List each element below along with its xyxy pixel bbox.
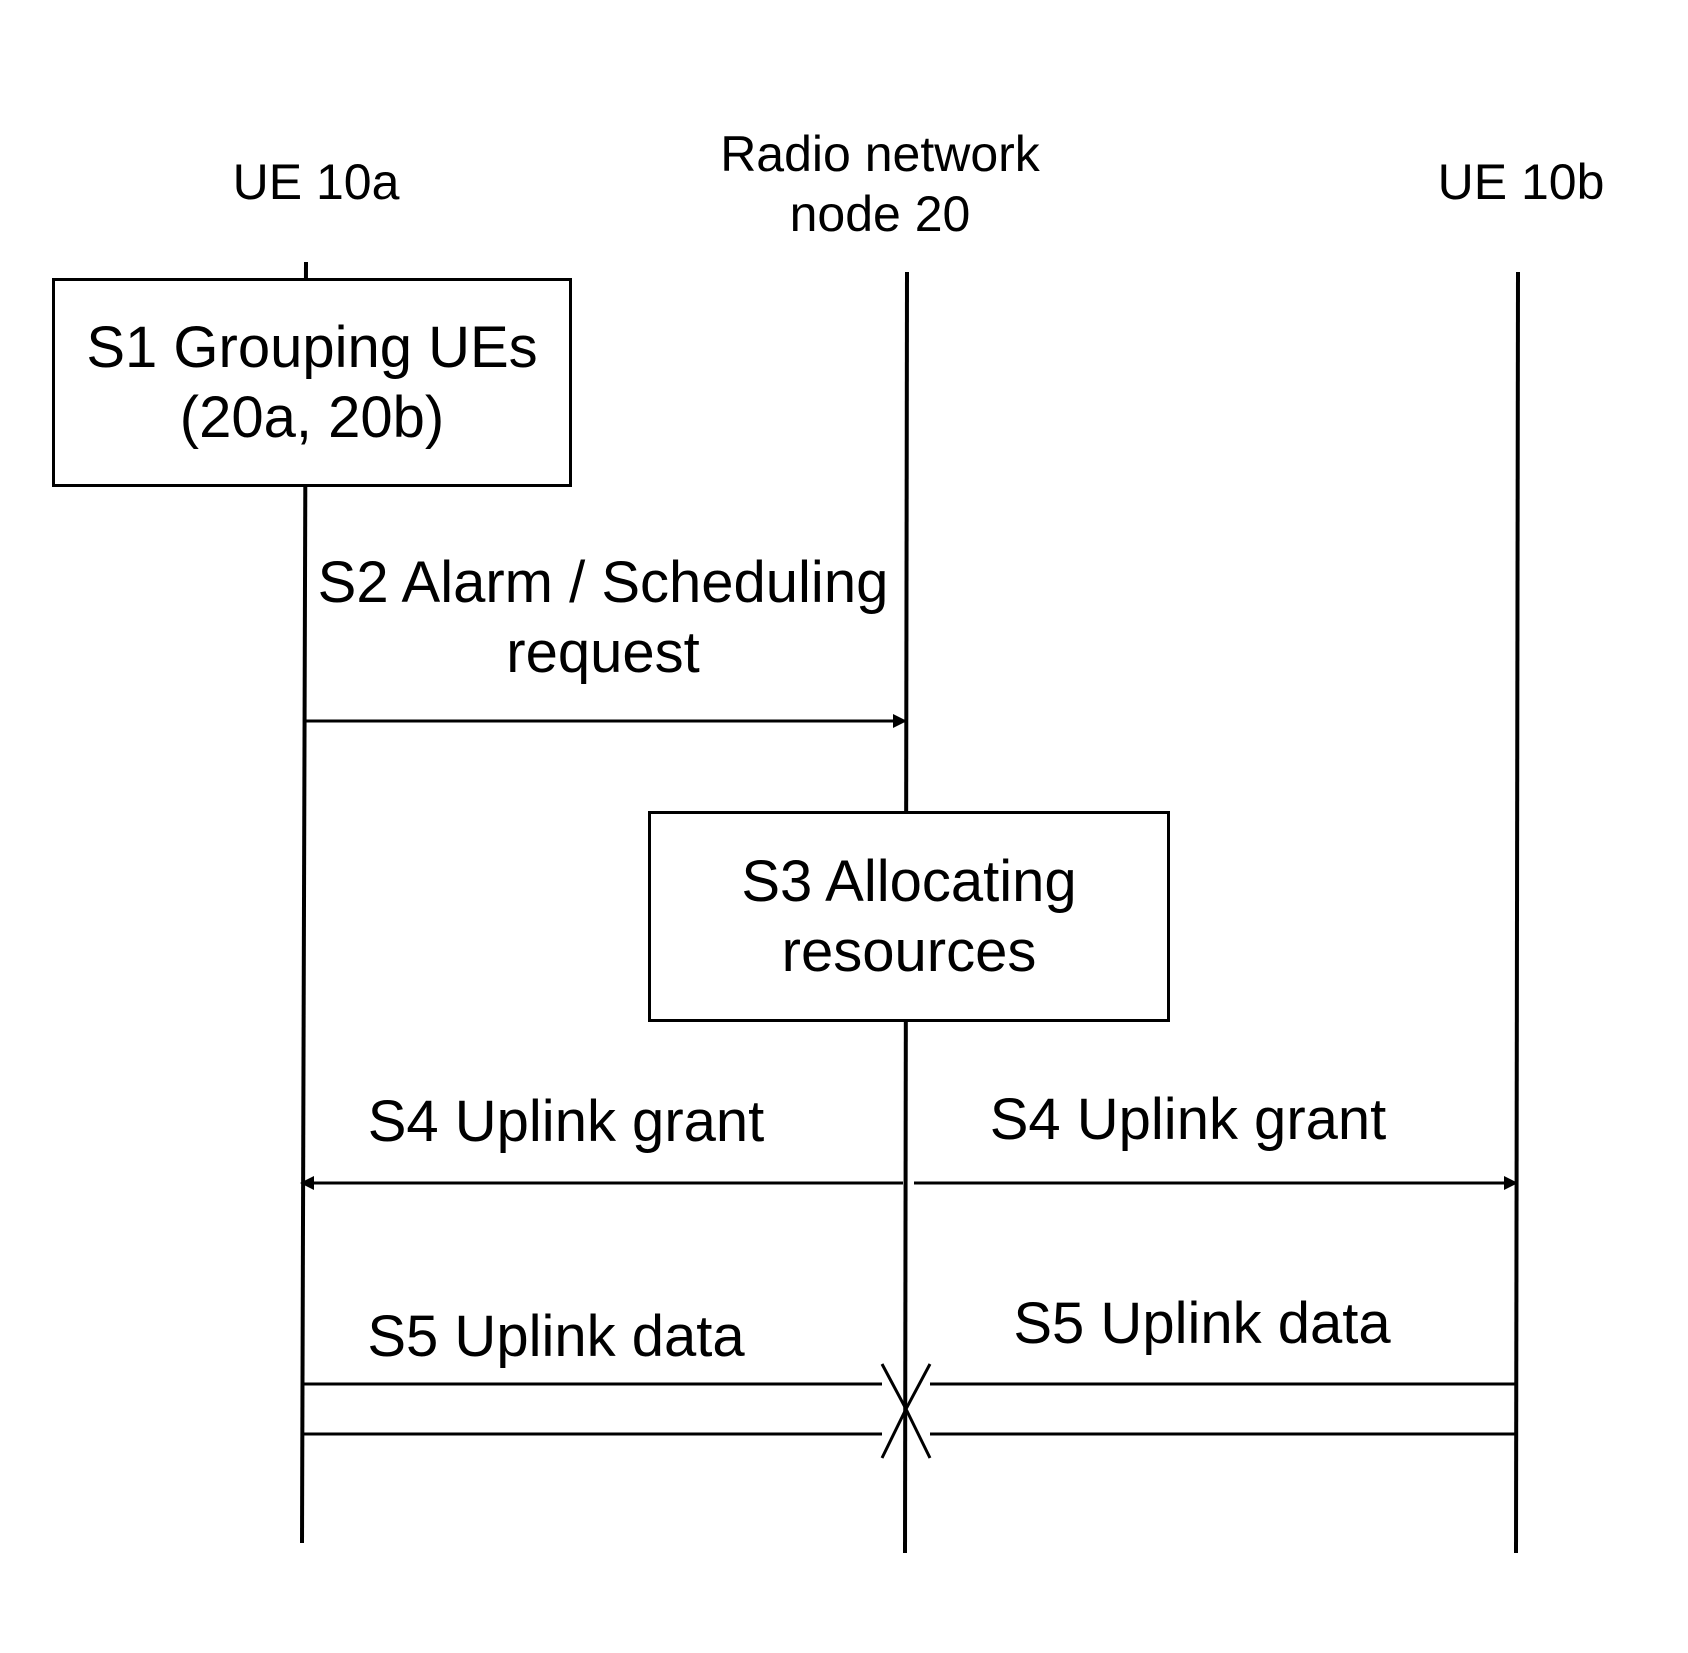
s4-uplink-grant-left-label: S4 Uplink grant	[326, 1087, 806, 1157]
s1-line2: (20a, 20b)	[180, 383, 444, 453]
s5-right-text: S5 Uplink data	[1013, 1291, 1390, 1356]
lifeline-ue-10b	[1516, 272, 1518, 1553]
ue-10b-text: UE 10b	[1438, 154, 1605, 210]
node-20-text: node 20	[700, 184, 1060, 244]
participant-ue-10a-label: UE 10a	[216, 152, 416, 212]
s1-line1: S1 Grouping UEs	[86, 313, 537, 383]
s3-allocating-resources-box: S3 Allocating resources	[648, 811, 1170, 1022]
s4-uplink-grant-right-label: S4 Uplink grant	[948, 1085, 1428, 1155]
s3-line2: resources	[782, 917, 1037, 987]
s5-left-arrow-head	[882, 1364, 906, 1458]
s5-right-arrow-head	[906, 1364, 930, 1458]
s5-uplink-data-right-label: S5 Uplink data	[962, 1289, 1442, 1359]
s4-left-text: S4 Uplink grant	[368, 1089, 765, 1154]
s4-right-text: S4 Uplink grant	[990, 1087, 1387, 1152]
s2-line1: S2 Alarm / Scheduling	[303, 548, 903, 618]
radio-network-text: Radio network	[700, 124, 1060, 184]
s5-left-text: S5 Uplink data	[367, 1304, 744, 1369]
ue-10a-text: UE 10a	[233, 154, 400, 210]
participant-ue-10b-label: UE 10b	[1421, 152, 1621, 212]
s2-line2: request	[303, 618, 903, 688]
s2-alarm-scheduling-request-label: S2 Alarm / Scheduling request	[303, 548, 903, 687]
s1-grouping-ues-box: S1 Grouping UEs (20a, 20b)	[52, 278, 572, 487]
participant-radio-network-node-label: Radio network node 20	[700, 124, 1060, 244]
s5-uplink-data-left-label: S5 Uplink data	[316, 1302, 796, 1372]
s3-line1: S3 Allocating	[741, 847, 1076, 917]
